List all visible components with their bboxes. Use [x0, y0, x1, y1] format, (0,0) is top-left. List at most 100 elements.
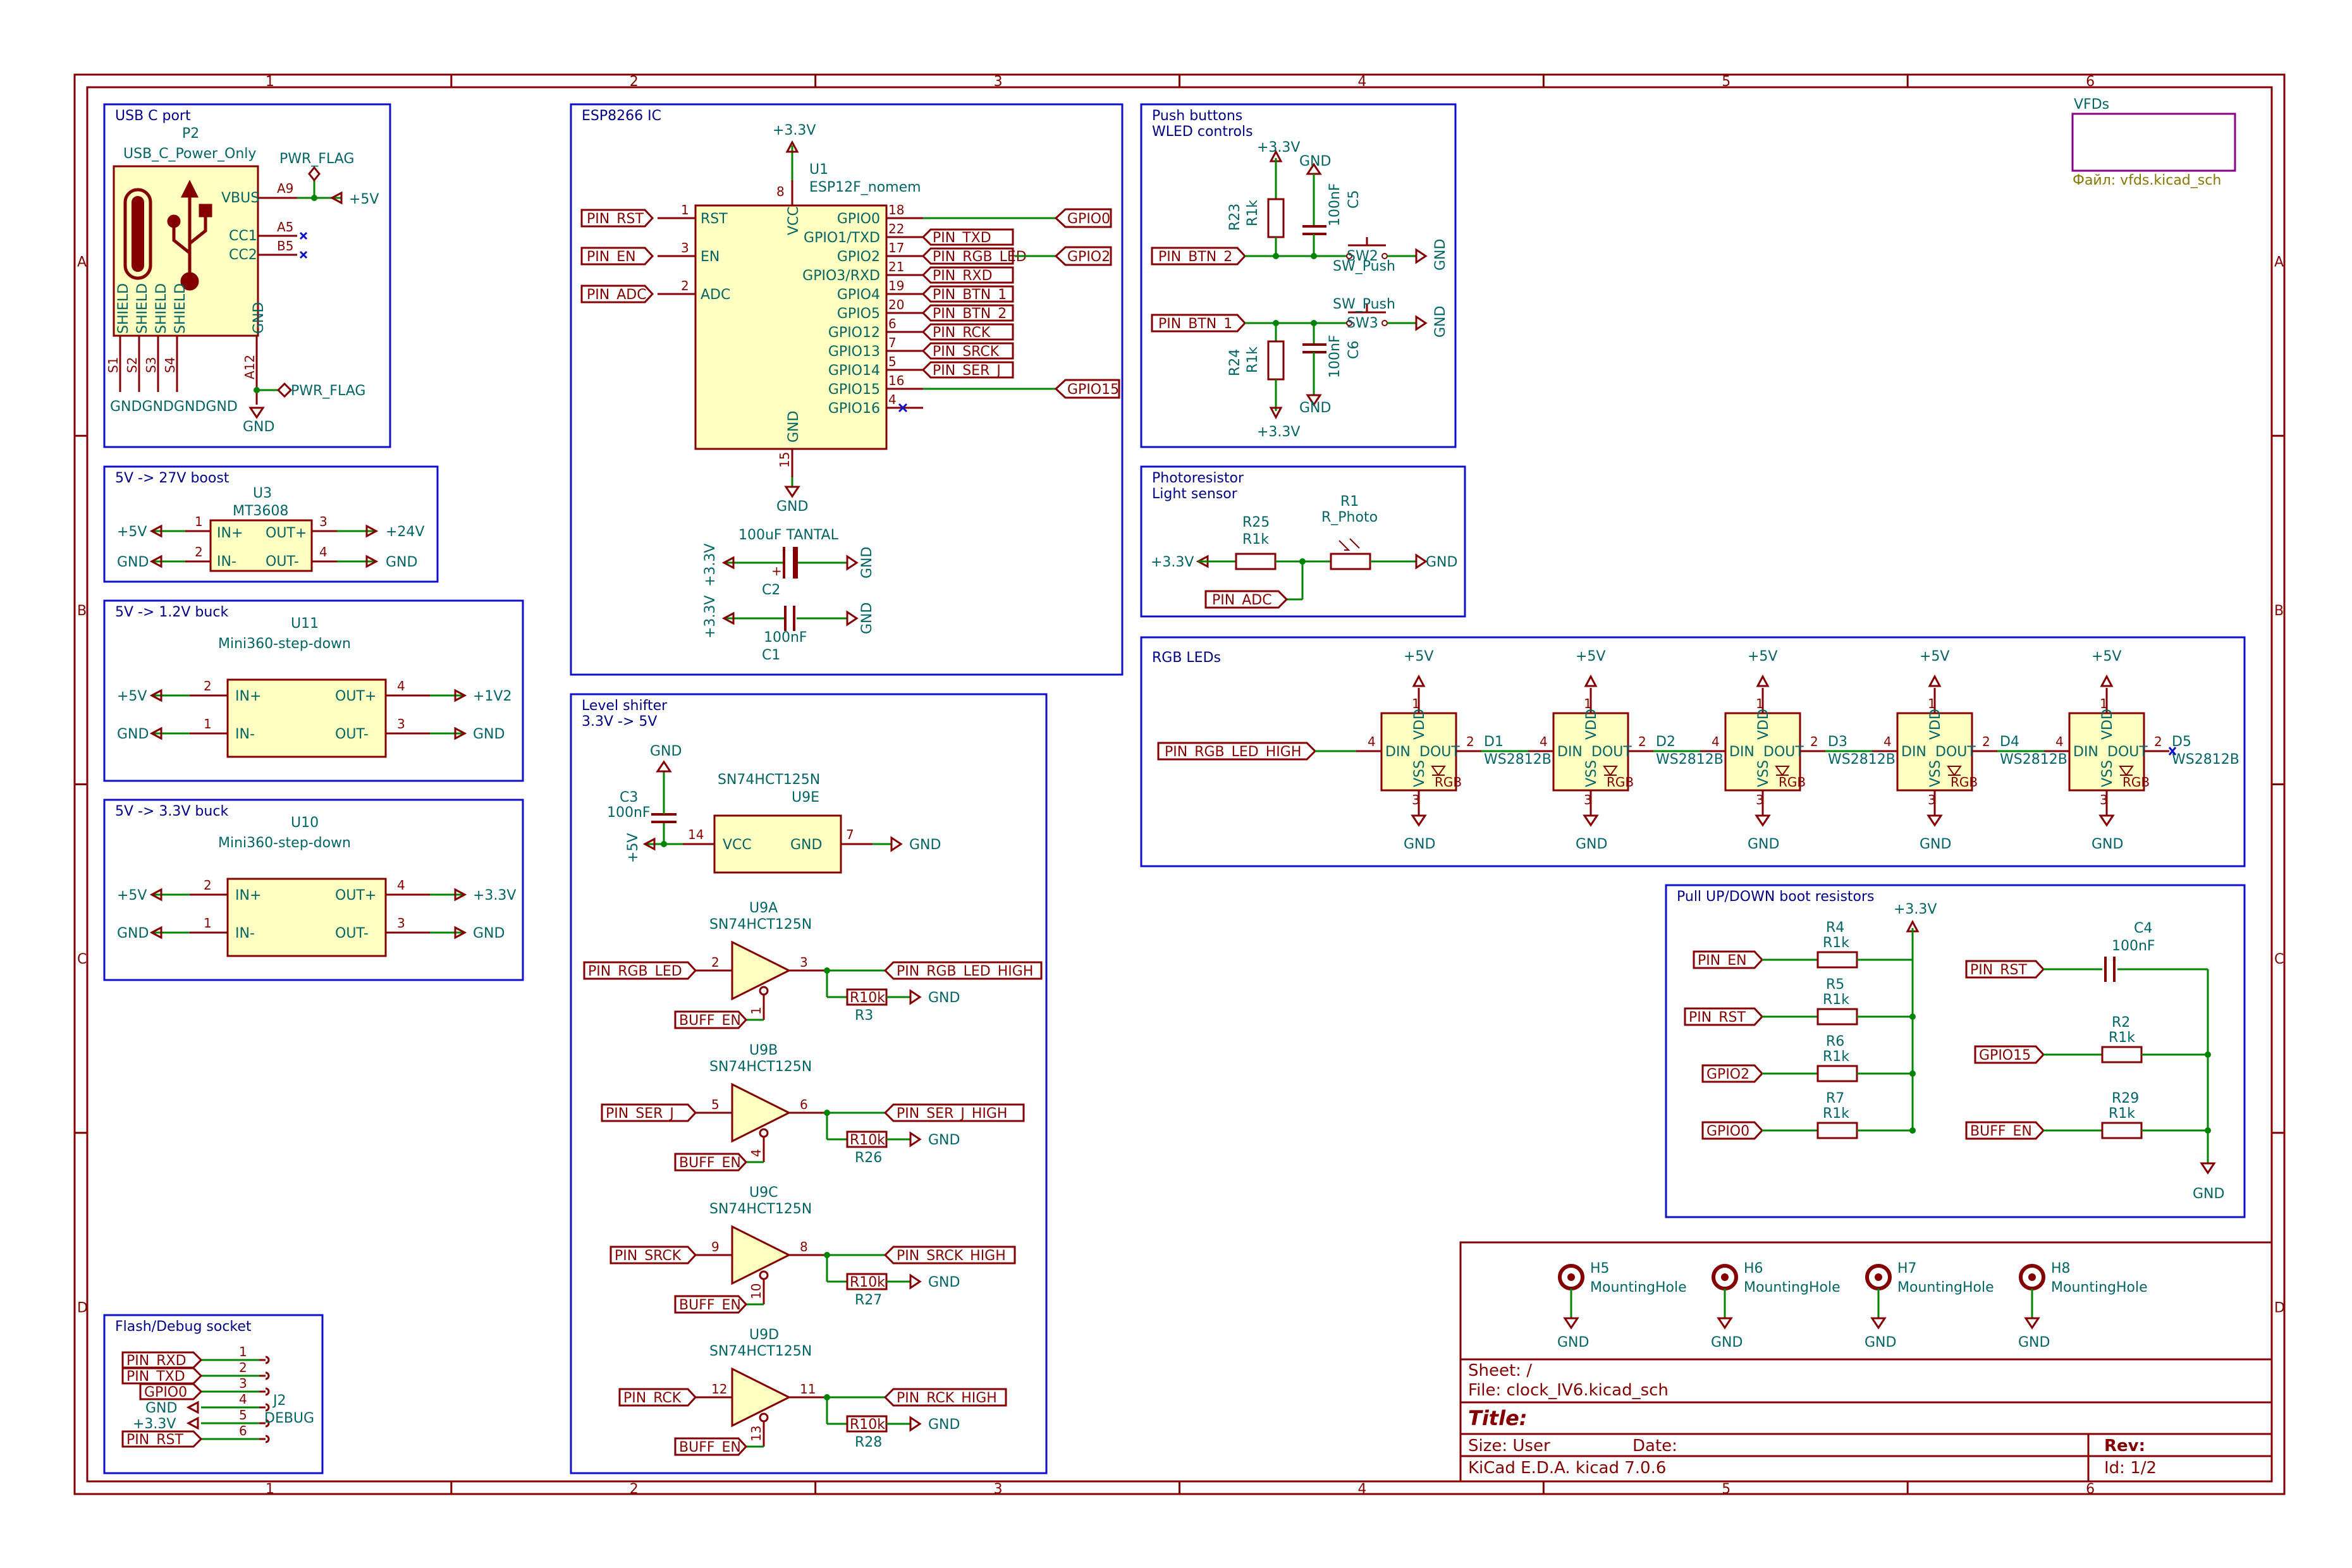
svg-text:U9E: U9E	[792, 790, 819, 805]
buck33-value: Mini360-step-down	[218, 835, 351, 851]
block-title: USB C port	[115, 108, 191, 124]
hole-ref: H8	[2051, 1261, 2071, 1277]
pin-shield-3: SHIELD	[154, 283, 169, 334]
block-title: 5V -> 3.3V buck	[115, 804, 228, 819]
led-vss: VSS	[1412, 760, 1428, 787]
usb-gnd-label: GND	[243, 419, 274, 435]
block-pull-resistors: Pull UP/DOWN boot resistors +3.3V PIN_EN…	[1665, 884, 2246, 1218]
svg-text:R25: R25	[1242, 515, 1270, 530]
pull-value: R1k	[1823, 1106, 1849, 1122]
gate-value: SN74HCT125N	[709, 1059, 812, 1075]
esp-vcc-label: +3.3V	[773, 123, 816, 138]
usb-ref: P2	[182, 126, 199, 142]
led-rgb-mark: RGB	[1435, 775, 1462, 790]
svg-text:C6: C6	[1346, 341, 1362, 359]
esp-pin-name: GPIO5	[837, 306, 880, 322]
vfd-sub-sheet[interactable]: VFDs Файл: vfds.kicad_sch	[2071, 97, 2236, 188]
svg-text:OUT+: OUT+	[335, 689, 376, 704]
svg-text:100uF TANTAL: 100uF TANTAL	[738, 527, 839, 543]
hole-ref: H6	[1744, 1261, 1763, 1277]
led-rgb-mark: RGB	[2122, 775, 2150, 790]
esp-pin-name: GPIO3/RXD	[802, 268, 880, 284]
block-subtitle: WLED controls	[1152, 124, 1253, 140]
svg-text:1: 1	[1756, 696, 1764, 711]
debug-pin-label: +3.3V	[133, 1416, 176, 1432]
svg-text:GND: GND	[117, 726, 149, 742]
svg-text:+3.3V: +3.3V	[702, 596, 718, 639]
led-dout: DOUT	[1763, 744, 1804, 760]
svg-text:14: 14	[688, 827, 704, 842]
svg-text:GND: GND	[473, 726, 505, 742]
svg-text:R1k: R1k	[1242, 532, 1269, 548]
svg-text:OUT-: OUT-	[266, 554, 299, 570]
j2-value: DEBUG	[264, 1411, 314, 1426]
svg-text:PIN_ADC: PIN_ADC	[1212, 592, 1272, 608]
svg-text:4: 4	[749, 1149, 764, 1157]
led-5v: +5V	[1404, 649, 1433, 665]
svg-text:1: 1	[195, 514, 203, 529]
svg-text:PIN_BTN_1: PIN_BTN_1	[1158, 316, 1232, 332]
svg-text:8: 8	[800, 1239, 808, 1254]
svg-text:3: 3	[319, 514, 328, 529]
pull-net-label: GPIO2	[1706, 1067, 1749, 1082]
svg-text:SW3: SW3	[1347, 315, 1378, 331]
led-din: DIN	[1385, 744, 1411, 760]
svg-text:C2: C2	[762, 582, 780, 598]
esp-pin-name: GPIO16	[828, 401, 880, 417]
pnum-a5: A5	[277, 219, 293, 235]
esp-gnd-label: GND	[776, 499, 808, 515]
svg-text:GND: GND	[1426, 554, 1457, 570]
pin-shield-4: SHIELD	[173, 283, 188, 334]
led-vdd: VDD	[1584, 709, 1600, 740]
block-level-shifter: Level shifter 3.3V -> 5V SN74HCT125N U9E…	[570, 693, 1048, 1474]
block-subtitle: Light sensor	[1152, 486, 1238, 502]
svg-text:4: 4	[2055, 734, 2064, 749]
svg-text:+3.3V: +3.3V	[473, 888, 516, 903]
hole-value: MountingHole	[2051, 1280, 2148, 1295]
led-dout: DOUT	[1591, 744, 1632, 760]
pulldown-ref: R26	[855, 1150, 882, 1166]
svg-text:C1: C1	[762, 647, 780, 663]
gate-output-label: PIN_SER_J_HIGH	[897, 1106, 1007, 1122]
frame-col-label-bottom: 4	[1357, 1481, 1366, 1497]
svg-text:5: 5	[711, 1097, 720, 1112]
svg-text:IN-: IN-	[235, 926, 255, 941]
svg-text:6: 6	[239, 1423, 247, 1438]
svg-text:C3: C3	[620, 790, 638, 805]
esp-ref: U1	[809, 162, 828, 178]
frame-row-label-right: D	[2274, 1300, 2285, 1316]
svg-text:2: 2	[1982, 734, 1990, 749]
block-buck-1v2: 5V -> 1.2V buck U11 Mini360-step-down IN…	[103, 599, 524, 782]
block-title: ESP8266 IC	[582, 108, 661, 124]
svg-text:+3.3V: +3.3V	[702, 544, 718, 587]
svg-text:SW2: SW2	[1347, 248, 1378, 264]
svg-text:3: 3	[397, 716, 405, 732]
block-title: Pull UP/DOWN boot resistors	[1677, 889, 1875, 905]
led-gnd: GND	[1920, 836, 1951, 852]
pull-ref: C4	[2134, 921, 2152, 936]
led-ref: D2	[1656, 734, 1675, 750]
svg-text:100nF: 100nF	[1327, 183, 1343, 226]
svg-text:5: 5	[239, 1407, 247, 1423]
svg-text:100nF: 100nF	[607, 805, 651, 821]
led-value: WS2812B	[1656, 752, 1724, 768]
block-title: Push buttons	[1152, 108, 1242, 124]
vfd-sheet-name: VFDs	[2074, 97, 2109, 113]
block-title: Flash/Debug socket	[115, 1319, 252, 1335]
svg-text:2: 2	[204, 878, 212, 893]
tb-date: Date:	[1632, 1436, 1677, 1455]
pull-net-label: BUFF_EN	[1970, 1124, 2032, 1139]
pull-net-label: GPIO15	[1979, 1048, 2031, 1063]
esp-pin-name: GPIO14	[828, 363, 880, 379]
led-5v: +5V	[1748, 649, 1777, 665]
gate-value: SN74HCT125N	[709, 917, 812, 933]
pulldown-value: R10k	[850, 1132, 885, 1148]
pulldown-value: R10k	[850, 990, 885, 1006]
svg-text:SW_Push: SW_Push	[1333, 259, 1395, 274]
gate-output-label: PIN_SRCK_HIGH	[897, 1248, 1006, 1264]
frame-col-label-top: 2	[630, 74, 639, 90]
svg-text:1: 1	[749, 1007, 764, 1015]
pin-cc1: CC1	[229, 228, 257, 244]
